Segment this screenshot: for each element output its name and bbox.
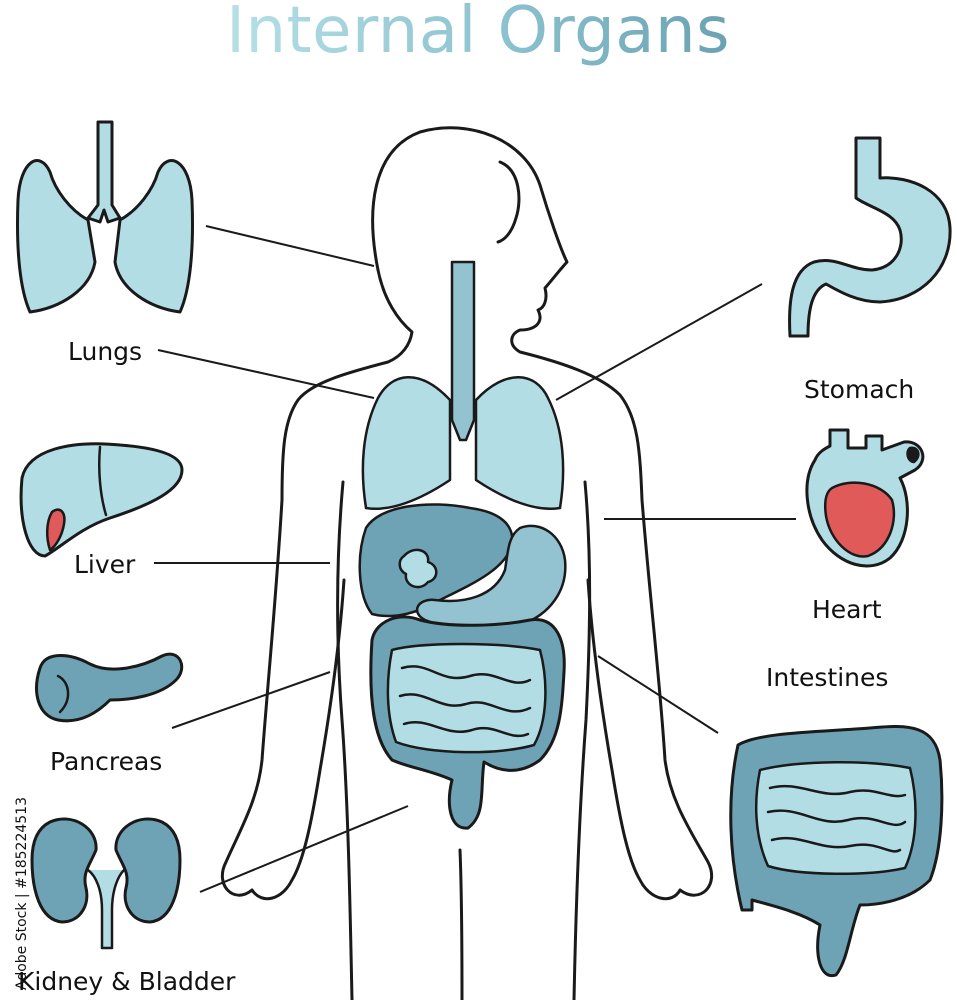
stomach-icon bbox=[788, 136, 952, 338]
stock-id-watermark: Adobe Stock | #185224513 bbox=[14, 797, 30, 990]
lead-lungs-icon bbox=[205, 225, 375, 267]
lungs-icon bbox=[16, 120, 194, 314]
body-silhouette bbox=[220, 126, 714, 1000]
body-gallbladder bbox=[398, 548, 438, 589]
intestines-icon bbox=[729, 725, 944, 978]
lead-pancreas bbox=[171, 671, 331, 729]
lead-intestines bbox=[597, 655, 719, 734]
lead-lungs-label bbox=[157, 349, 375, 399]
label-lungs: Lungs bbox=[68, 337, 142, 366]
heart-icon bbox=[805, 428, 925, 568]
label-kidney-bladder: Kidney & Bladder bbox=[18, 967, 236, 996]
label-stomach: Stomach bbox=[804, 375, 914, 404]
page-title: Internal Organs bbox=[226, 0, 730, 68]
kidney-bladder-icon bbox=[30, 817, 182, 950]
body-intestines bbox=[369, 615, 566, 830]
liver-icon bbox=[19, 442, 184, 558]
lead-stomach bbox=[555, 283, 763, 401]
label-heart: Heart bbox=[812, 595, 882, 624]
body-lungs bbox=[361, 376, 565, 510]
leader-lines bbox=[154, 225, 796, 893]
trachea-shape bbox=[450, 260, 476, 442]
label-intestines: Intestines bbox=[766, 663, 888, 692]
label-pancreas: Pancreas bbox=[50, 747, 162, 776]
body-liver bbox=[358, 503, 514, 618]
label-liver: Liver bbox=[74, 550, 136, 579]
pancreas-icon bbox=[35, 652, 184, 723]
lead-kidney bbox=[199, 805, 409, 893]
